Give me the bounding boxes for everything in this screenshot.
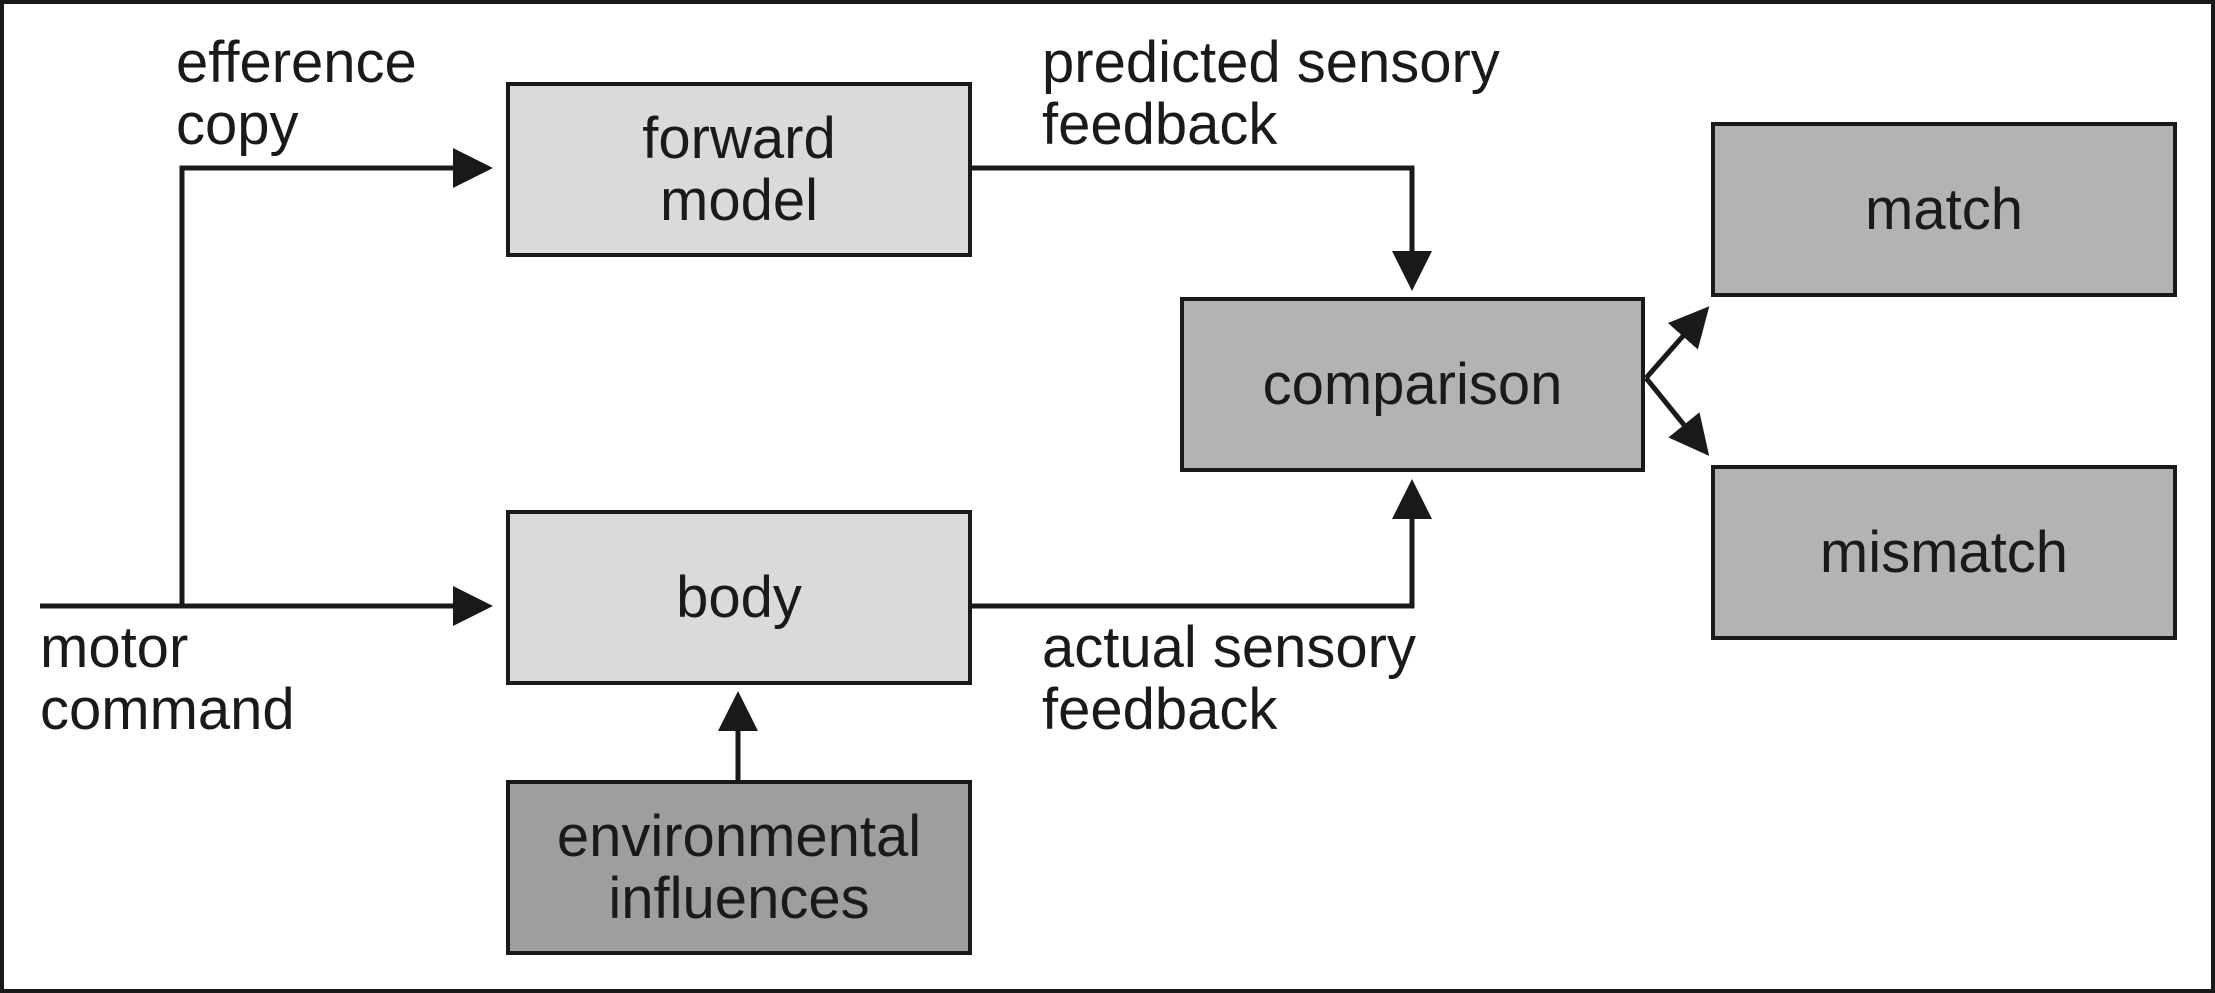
environmental-influences-label-line1: environmental <box>556 803 922 869</box>
comparison-box: comparison <box>1180 297 1645 472</box>
body-label: body <box>676 564 802 630</box>
predicted-feedback-label: predicted sensory feedback <box>1042 32 1500 156</box>
mismatch-label: mismatch <box>1819 519 2069 585</box>
arrow-forward-model-to-comparison <box>970 165 1432 291</box>
forward-model-box: forward model <box>506 82 972 257</box>
predicted-feedback-line1: predicted sensory <box>1042 30 1500 95</box>
environmental-influences-box: environmental influences <box>506 780 972 955</box>
environmental-influences-label-line2: influences <box>608 865 870 931</box>
mismatch-box: mismatch <box>1711 465 2177 640</box>
motor-command-line1: motor <box>40 615 189 680</box>
motor-command-label: motor command <box>40 617 295 741</box>
forward-model-label-line1: forward <box>642 105 836 171</box>
actual-feedback-label: actual sensory feedback <box>1042 617 1416 741</box>
actual-feedback-line2: feedback <box>1042 677 1278 742</box>
efference-copy-label: efference copy <box>176 32 417 156</box>
predicted-feedback-line2: feedback <box>1042 92 1278 157</box>
forward-model-label-line2: model <box>660 167 818 233</box>
efference-copy-line1: efference <box>176 30 417 95</box>
arrow-efference-to-forward-model <box>179 148 493 606</box>
motor-command-line2: command <box>40 677 295 742</box>
actual-feedback-line1: actual sensory <box>1042 615 1416 680</box>
arrow-comparison-to-mismatch <box>1644 376 1710 456</box>
match-box: match <box>1711 122 2177 297</box>
comparison-label: comparison <box>1262 351 1563 417</box>
match-label: match <box>1865 176 2023 242</box>
arrow-body-to-comparison <box>970 479 1432 609</box>
efference-copy-line2: copy <box>176 92 299 157</box>
body-box: body <box>506 510 972 685</box>
arrow-comparison-to-match <box>1644 306 1710 380</box>
